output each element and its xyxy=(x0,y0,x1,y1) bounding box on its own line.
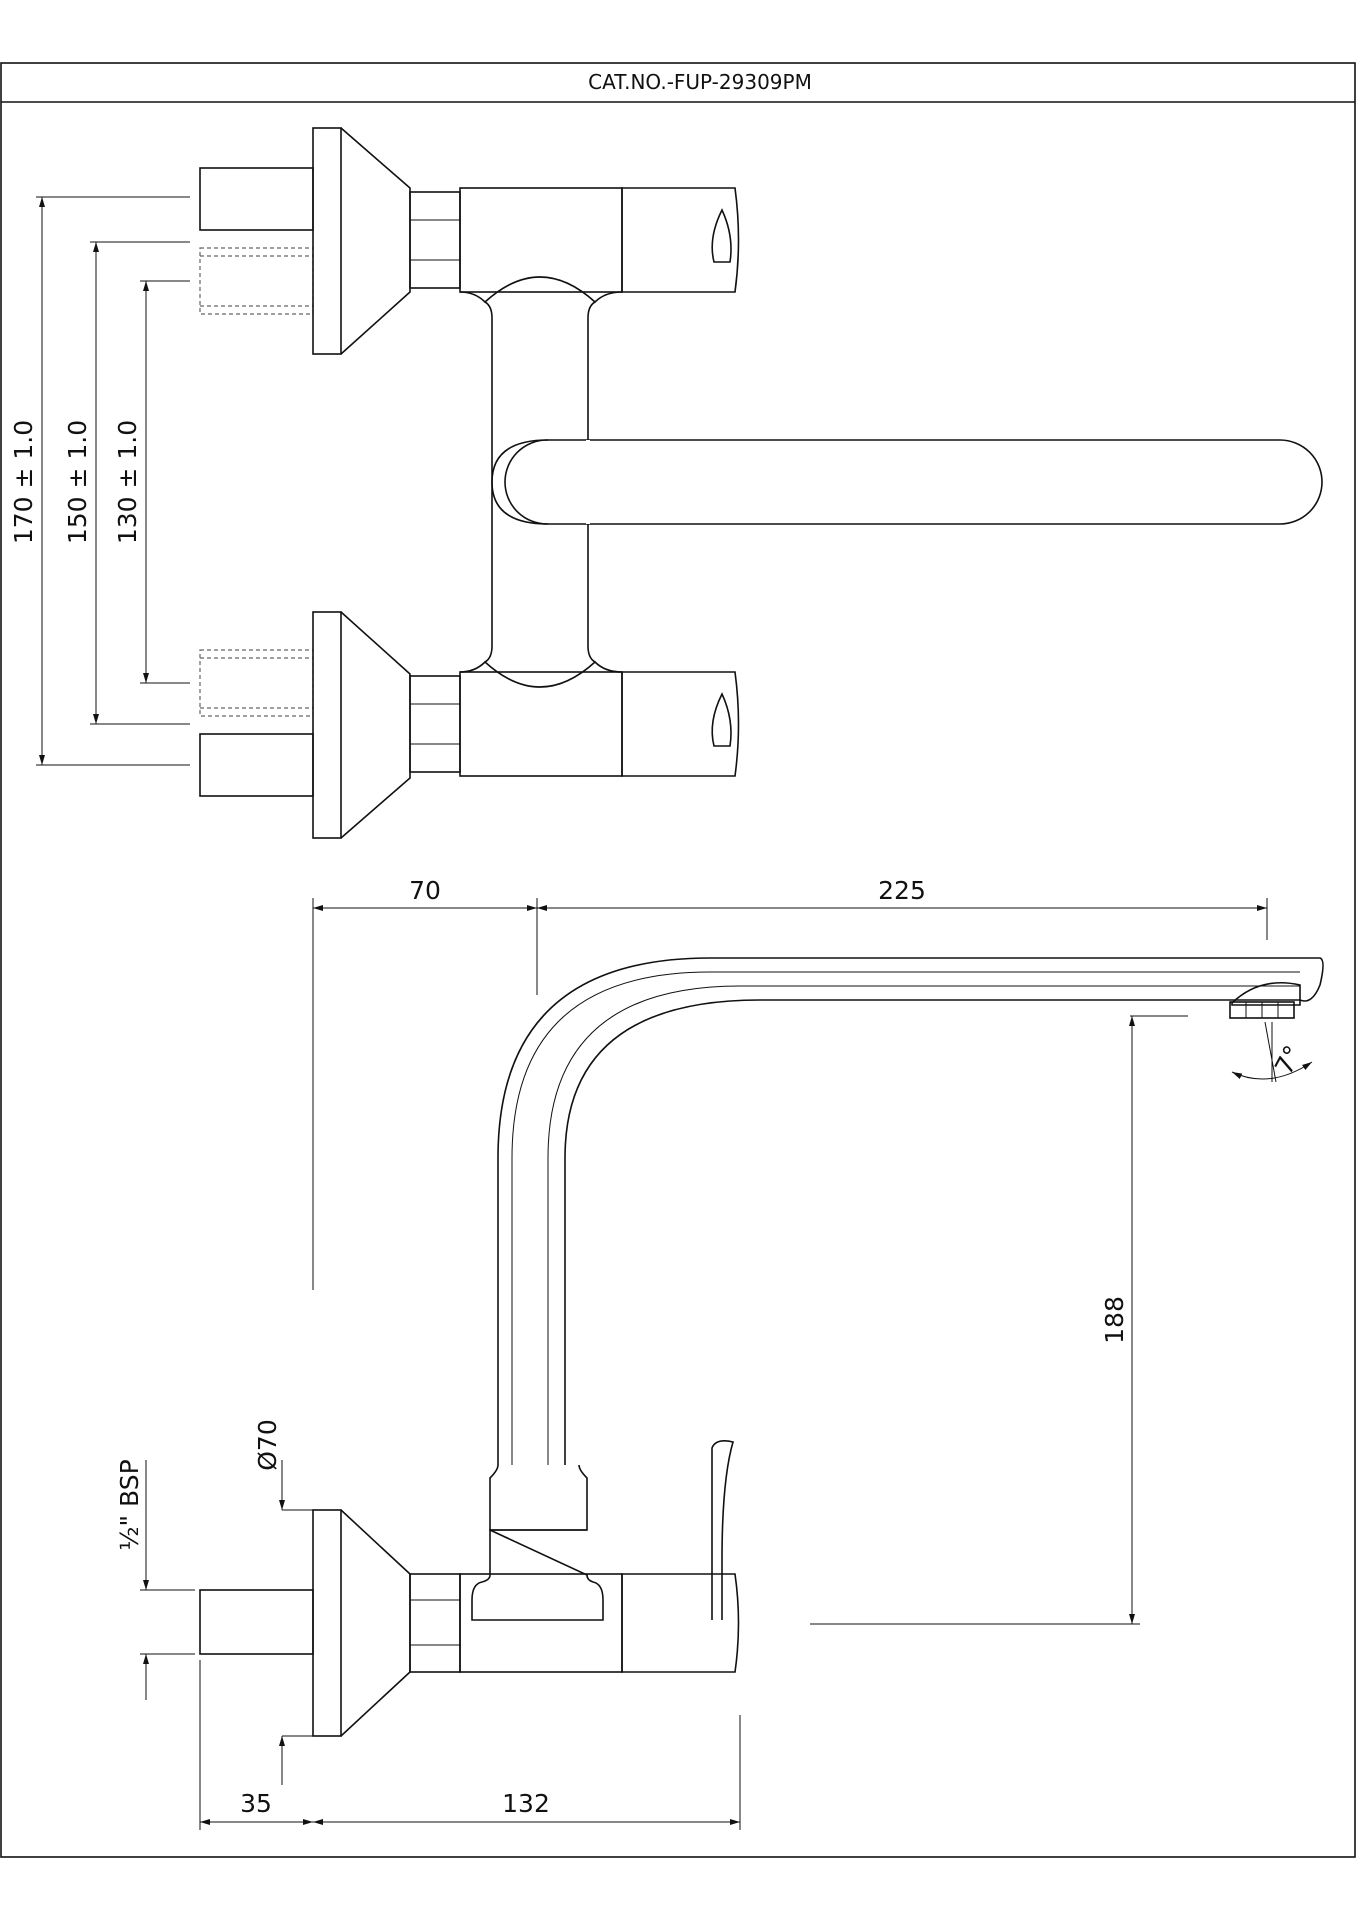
aerator xyxy=(1231,981,1301,1006)
spout-top-view xyxy=(504,439,1323,525)
lower-handle xyxy=(621,671,740,777)
lower-wall-flange xyxy=(312,611,342,839)
body-left-edge xyxy=(484,301,493,663)
dim-132-label: 132 xyxy=(502,1789,550,1818)
upper-cone xyxy=(340,127,411,355)
dim-225-label: 225 xyxy=(878,876,926,905)
lower-nut xyxy=(409,675,461,773)
side-view: 70 225 7° 188 xyxy=(115,876,1324,1830)
upper-wall-flange xyxy=(312,127,342,355)
lever-handle xyxy=(711,1440,735,1620)
dim-130-label: 130 ± 1.0 xyxy=(113,420,142,544)
side-handle-cap xyxy=(621,1573,740,1673)
lower-inlet-pipe xyxy=(199,733,314,797)
upper-hidden-pipe xyxy=(199,247,314,315)
lower-handle-slot xyxy=(711,692,732,747)
upper-handle-slot xyxy=(711,208,732,263)
upper-handle xyxy=(621,187,740,293)
side-inlet-pipe xyxy=(199,1589,314,1655)
side-cone xyxy=(340,1509,411,1737)
dim-170-label: 170 ± 1.0 xyxy=(9,420,38,544)
dim-35-label: 35 xyxy=(240,1789,272,1818)
upper-nut xyxy=(409,191,461,289)
side-wall-flange xyxy=(312,1509,342,1737)
catalog-number: CAT.NO.-FUP-29309PM xyxy=(588,70,812,94)
spout-collar xyxy=(489,1464,588,1531)
top-view: 170 ± 1.0 150 ± 1.0 130 ± 1.0 xyxy=(9,127,1323,839)
dim-70-label: 70 xyxy=(409,876,441,905)
side-valve-body xyxy=(459,1573,623,1673)
lower-cone xyxy=(340,611,411,839)
dia70-label: Ø70 xyxy=(253,1419,282,1471)
side-nut xyxy=(409,1573,461,1673)
lower-hidden-pipe xyxy=(199,649,314,717)
drawing-border xyxy=(0,62,1356,1858)
dim-188-label: 188 xyxy=(1100,1296,1129,1344)
upper-inlet-pipe xyxy=(199,167,314,231)
spout-side-view xyxy=(497,957,1324,1465)
valve-top-boss xyxy=(471,1528,604,1621)
dim-150-label: 150 ± 1.0 xyxy=(63,420,92,544)
bsp-label: ½" BSP xyxy=(115,1459,144,1550)
